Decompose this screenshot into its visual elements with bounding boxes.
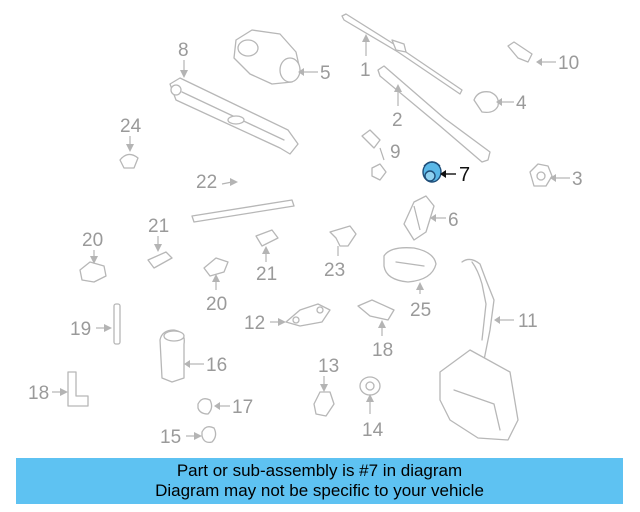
part-21-connector-right[interactable]: 21 xyxy=(255,229,279,285)
callout-21: 21 xyxy=(148,216,169,237)
callout-19: 19 xyxy=(70,319,91,340)
info-banner: Part or sub-assembly is #7 in diagram Di… xyxy=(16,458,623,504)
part-11-reservoir[interactable]: 11 xyxy=(439,258,538,441)
callout-18: 18 xyxy=(372,340,393,361)
callout-2: 2 xyxy=(392,110,403,131)
callout-17: 17 xyxy=(232,397,253,418)
part-15-cap[interactable]: 15 xyxy=(160,426,217,448)
callout-5: 5 xyxy=(320,63,331,84)
part-24-clip[interactable]: 24 xyxy=(119,116,142,169)
callout-9: 9 xyxy=(390,142,401,163)
part-20-nozzle-right[interactable]: 20 xyxy=(203,257,229,315)
part-8-linkage[interactable]: 8 xyxy=(169,40,299,155)
banner-line-2: Diagram may not be specific to your vehi… xyxy=(155,481,484,500)
part-9-pivot[interactable]: 9 xyxy=(361,129,401,181)
callout-14: 14 xyxy=(362,420,384,441)
callout-1: 1 xyxy=(360,60,371,81)
part-19-hose[interactable]: 19 xyxy=(70,303,121,345)
callout-12: 12 xyxy=(244,313,265,334)
callout-15: 15 xyxy=(160,427,181,448)
callout-18b: 18 xyxy=(28,383,49,404)
part-22-rod[interactable]: 22 xyxy=(191,172,295,223)
callout-25: 25 xyxy=(410,300,431,321)
part-25-motor-bracket[interactable]: 25 xyxy=(383,247,437,321)
part-6-bracket[interactable]: 6 xyxy=(403,195,459,241)
callout-22: 22 xyxy=(196,172,217,193)
part-3-nut[interactable]: 3 xyxy=(529,163,583,190)
callout-11: 11 xyxy=(518,311,538,332)
part-12-seal[interactable]: 12 xyxy=(244,303,331,334)
part-4-cap[interactable]: 4 xyxy=(473,91,527,114)
callout-20b: 20 xyxy=(206,294,227,315)
callout-16: 16 xyxy=(206,355,227,376)
part-7-grommet-highlighted[interactable]: 7 xyxy=(422,161,470,186)
part-17-grommet[interactable]: 17 xyxy=(197,397,253,418)
callout-23: 23 xyxy=(324,260,345,281)
callout-3: 3 xyxy=(572,169,583,190)
part-16-washer-pump[interactable]: 16 xyxy=(159,329,227,383)
callout-8: 8 xyxy=(178,40,189,61)
part-14-grommet[interactable]: 14 xyxy=(359,376,384,441)
callout-10: 10 xyxy=(558,53,579,74)
callout-21b: 21 xyxy=(256,264,277,285)
callout-24: 24 xyxy=(120,116,142,137)
part-5-wiper-motor[interactable]: 5 xyxy=(233,29,331,85)
part-2-wiper-arm[interactable]: 2 xyxy=(377,65,491,163)
part-20-nozzle-left[interactable]: 20 xyxy=(79,230,107,283)
callout-4: 4 xyxy=(516,93,527,114)
part-13-pump[interactable]: 13 xyxy=(313,356,339,417)
banner-line-1: Part or sub-assembly is #7 in diagram xyxy=(176,461,463,480)
callout-20: 20 xyxy=(82,230,103,251)
part-1-wiper-blade[interactable]: 1 xyxy=(341,13,463,95)
callout-13: 13 xyxy=(318,356,339,377)
part-18-elbow[interactable]: 18 xyxy=(28,371,89,407)
part-18-hose-connector[interactable]: 18 xyxy=(357,299,395,361)
part-23-t-connector[interactable]: 23 xyxy=(324,225,357,281)
part-21-connector-left[interactable]: 21 xyxy=(147,216,173,269)
callout-6: 6 xyxy=(448,210,459,231)
callout-7: 7 xyxy=(459,164,470,186)
part-10-clip[interactable]: 10 xyxy=(507,41,579,74)
